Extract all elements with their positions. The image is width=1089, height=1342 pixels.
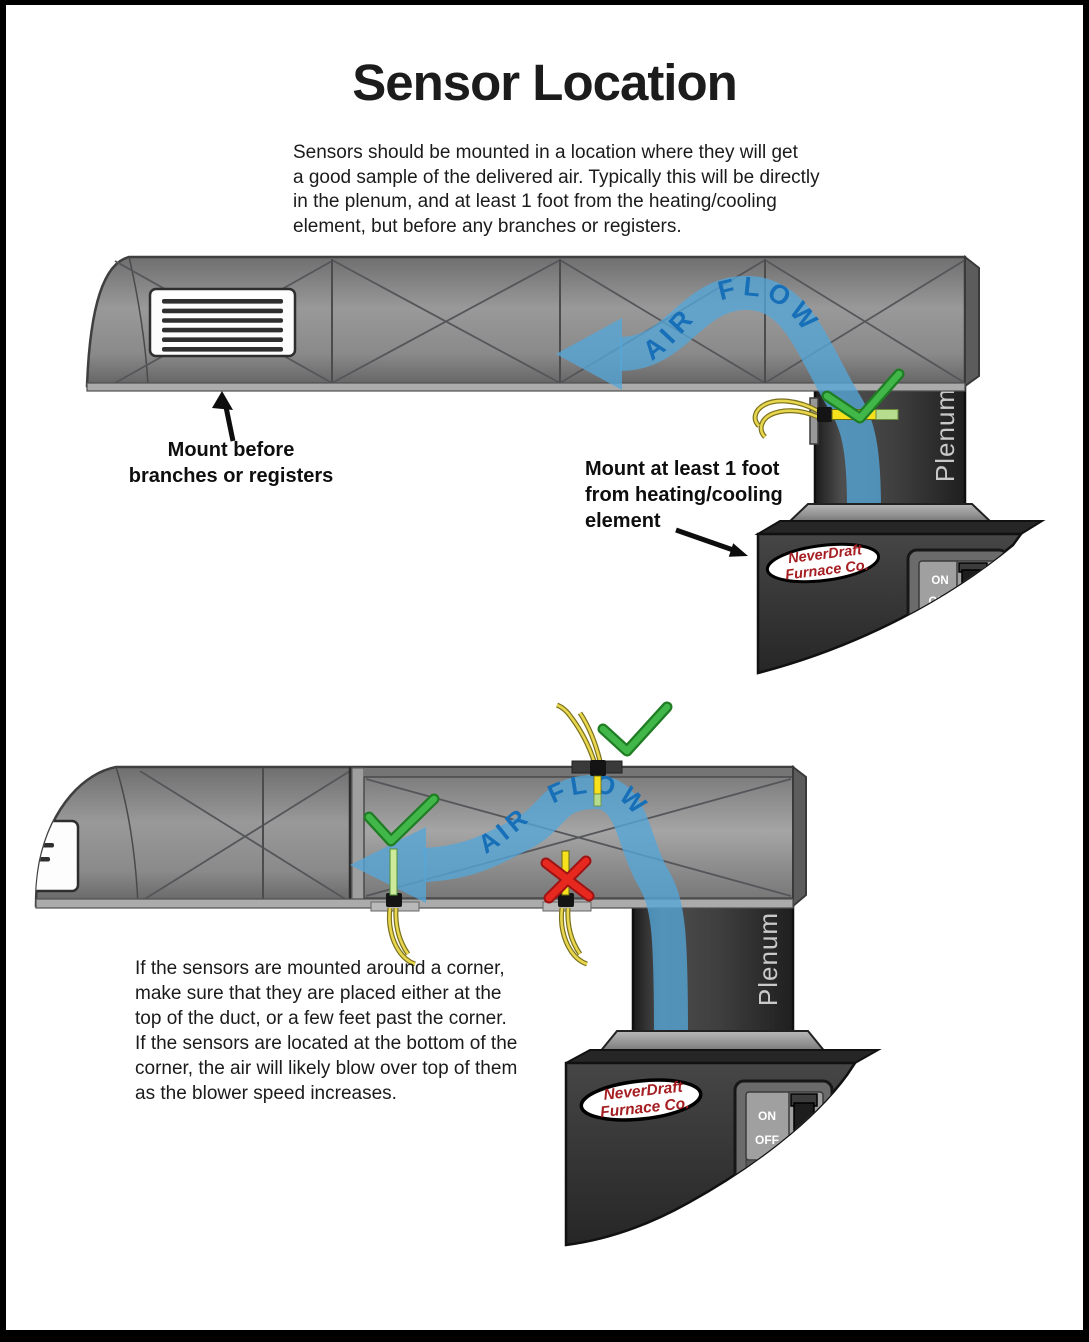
page-title: Sensor Location (352, 54, 738, 111)
corner-note-line: top of the duct, or a few feet past the … (135, 1007, 507, 1029)
switch-on-label: ON (758, 1109, 776, 1123)
corner-flange (351, 767, 365, 906)
mount-before-line2: branches or registers (128, 465, 334, 487)
corner-note-line: corner, the air will likely blow over to… (135, 1057, 518, 1079)
sensor-probe (593, 775, 602, 795)
furnace-top-face (565, 1049, 882, 1064)
diagram-canvas: Plenum (34, 254, 1046, 1247)
sensor-wires (555, 702, 603, 762)
annotation-arrow-before (212, 391, 236, 442)
air-flow-band (618, 275, 881, 512)
corner-note: If the sensors are mounted around a corn… (135, 957, 517, 1106)
sensor-mount (590, 760, 606, 776)
mount-before-label: Mount before branches or registers (66, 437, 396, 489)
mount-distance-line1: Mount at least 1 foot (585, 458, 780, 480)
duct-end-crease (115, 766, 139, 907)
corner-sensor-bad (540, 850, 595, 967)
intro-line: a good sample of the delivered air. Typi… (293, 166, 820, 188)
brand-label: NeverDraft Furnace Co. (765, 542, 881, 584)
corner-note-line: make sure that they are placed either at… (135, 982, 502, 1004)
air-flow-arrowhead (350, 827, 426, 903)
furnace-top-face (754, 520, 1046, 535)
sensor-wires (752, 398, 820, 439)
plenum-label: Plenum (753, 912, 783, 1006)
duct-cross-braces (139, 770, 351, 903)
brand-label: NeverDraft Furnace Co. (579, 1078, 703, 1122)
furnace-details: ON OFF (906, 548, 1010, 650)
sensor-mount (386, 893, 402, 907)
mount-distance-line3: element (585, 510, 661, 532)
intro-paragraph: Sensors should be mounted in a location … (293, 141, 820, 240)
sensor-wires (386, 907, 416, 967)
corner-note-line: as the blower speed increases. (135, 1082, 397, 1104)
duct-bottom-lip (86, 382, 966, 392)
sensor-wires (558, 907, 588, 967)
mount-distance-line2: from heating/cooling (585, 484, 783, 506)
air-flow-arrowhead (556, 318, 622, 390)
mount-distance-label: Mount at least 1 foot from heating/cooli… (585, 456, 783, 534)
duct-end-bevel (964, 254, 980, 388)
intro-line: Sensors should be mounted in a location … (293, 142, 798, 163)
plenum-label: Plenum (930, 388, 960, 482)
corner-note-line: If the sensors are mounted around a corn… (135, 958, 505, 979)
furnace-details: ON OFF (733, 1079, 834, 1195)
sensor-mount (558, 893, 574, 907)
power-switch: ON OFF (906, 548, 1010, 650)
register-grille-partial (36, 819, 80, 893)
top-plenum: Plenum (813, 375, 967, 515)
annotation-arrow-distance (675, 527, 748, 557)
corner-note-line: If the sensors are located at the bottom… (135, 1032, 518, 1054)
check-icon (597, 701, 673, 757)
check-icon (821, 368, 905, 424)
intro-line: in the plenum, and at least 1 foot from … (293, 191, 777, 213)
sensor-probe (389, 848, 398, 896)
switch-off-label: OFF (755, 1133, 779, 1147)
sensor-mount (817, 407, 832, 422)
past-corner-sensor (363, 793, 440, 967)
sensor-probe-tip (593, 793, 602, 807)
top-furnace: ON OFF NeverDraft Furnace Co. (754, 503, 1046, 675)
top-mounted-sensor (555, 701, 673, 807)
sensor-probe-tip (875, 409, 899, 420)
x-icon (540, 855, 595, 904)
switch-on-label: ON (931, 575, 948, 587)
bottom-furnace: ON OFF NeverDraft Furnace Co. (564, 1030, 882, 1247)
check-icon (363, 793, 440, 847)
intro-line: element, but before any branches or regi… (293, 216, 682, 238)
duct-end-bevel (792, 764, 807, 909)
power-switch: ON OFF (733, 1079, 834, 1195)
mount-before-line1: Mount before (167, 439, 295, 461)
register-grille (148, 287, 297, 358)
top-sensor (752, 368, 905, 445)
